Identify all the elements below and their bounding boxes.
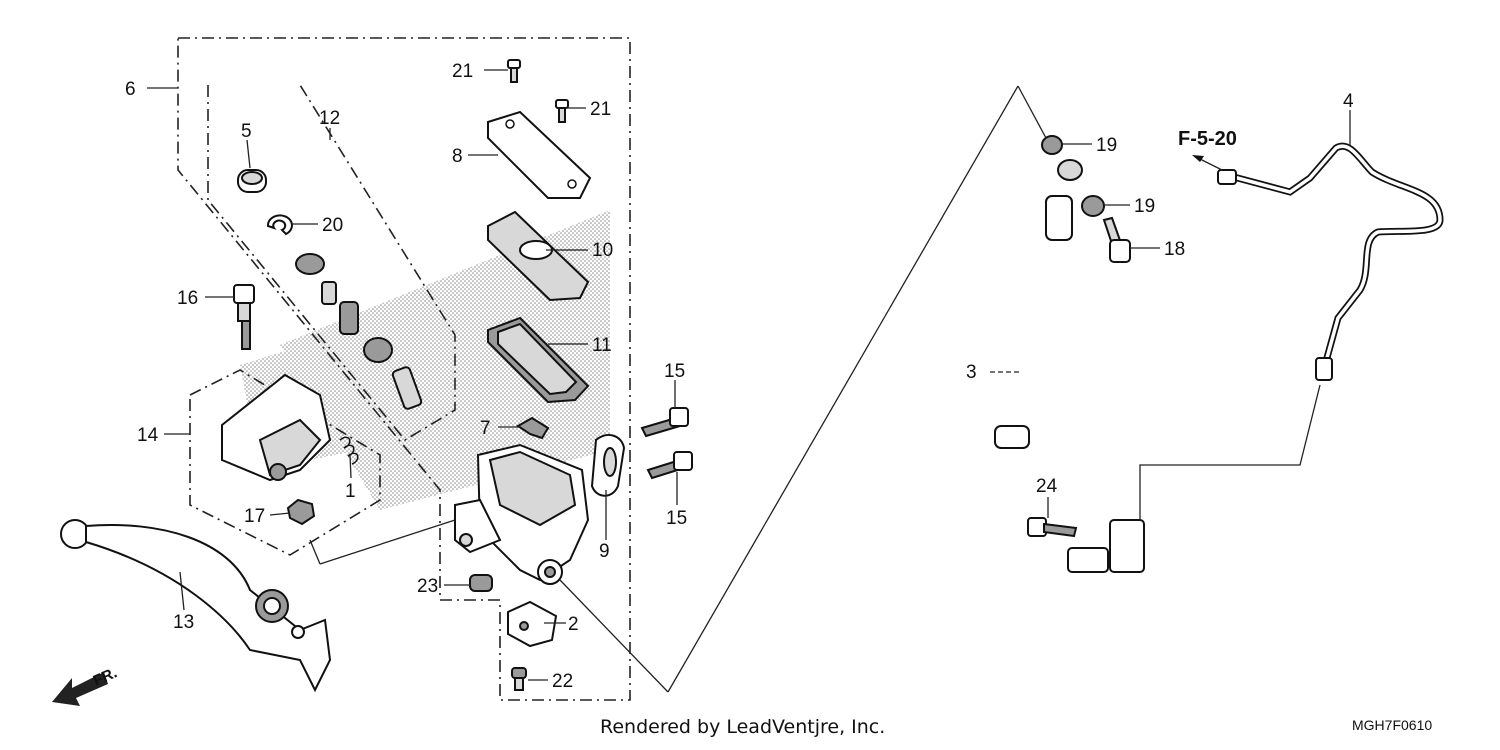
piston-kit-12-outline [207,84,456,442]
callout-7: 7 [480,418,491,439]
callout-3: 3 [966,362,977,383]
spring-1 [339,436,359,465]
callout-21-top: 21 [452,61,473,82]
piston-stack [295,253,423,410]
front-direction-arrow [52,672,108,706]
callout-17: 17 [244,506,265,527]
screw-21-right [555,99,569,123]
holder-9 [590,433,626,497]
screw-22 [511,667,527,691]
diagram-code: MGH7F0610 [1352,717,1432,733]
diaphragm-plate-10 [487,210,590,302]
callout-16: 16 [177,288,198,309]
brake-hose-3 [994,159,1145,573]
circlip-20 [266,214,293,236]
bracket-kit-14-outline [189,369,381,556]
direction-label: FR. [91,664,120,689]
callout-13: 13 [173,612,194,633]
bolt-18 [1102,216,1131,263]
clip-7 [516,416,550,440]
callout-21-right: 21 [590,99,611,120]
connector-lines [309,85,1321,693]
reference-arrow [1197,157,1223,171]
nut-17 [286,498,316,526]
callout-19-mid: 19 [1134,196,1155,217]
bracket-14 [221,373,332,482]
callout-22: 22 [552,671,573,692]
callout-11: 11 [592,335,612,356]
callout-10: 10 [592,240,613,261]
credit-text: Rendered by LeadVentjre, Inc. [600,716,885,738]
callout-9: 9 [599,541,610,562]
callout-18: 18 [1164,239,1185,260]
callout-23: 23 [417,576,438,597]
callout-19-top: 19 [1096,135,1117,156]
callout-15-lower: 15 [666,508,687,529]
callout-20: 20 [322,215,343,236]
leader-lines [147,69,1351,681]
reference-arrowhead [1192,155,1204,162]
assembly-6-outline [177,37,631,701]
bolt-15-lower [646,451,693,480]
screw-21-top [507,59,521,83]
callout-15-upper: 15 [664,361,685,382]
callout-labels: 1 2 3 4 5 6 7 8 9 10 11 12 13 14 15 15 1… [125,61,1354,692]
callout-12: 12 [319,108,340,129]
master-cylinder-body [454,443,590,585]
diaphragm-11 [487,316,590,404]
callout-2: 2 [568,614,579,635]
washer-19-top [1041,135,1063,155]
brake-pipe-4 [1217,142,1444,381]
pivot-bolt-16 [233,284,255,350]
reservoir-cap-8 [487,110,592,199]
callout-6: 6 [125,79,136,100]
callout-4: 4 [1343,91,1354,112]
callout-8: 8 [452,146,463,167]
washer-19-mid [1081,195,1105,217]
switch-2 [507,600,558,648]
callout-5: 5 [241,121,252,142]
cap-23 [469,574,493,592]
callout-14: 14 [137,425,159,446]
boot-5 [237,169,267,193]
reference-label: F-5-20 [1178,128,1237,150]
callout-24: 24 [1036,476,1058,497]
bolt-24 [1027,517,1078,538]
callout-1: 1 [345,481,356,502]
bolt-15-upper [640,407,689,438]
brake-lever-13 [60,519,332,693]
